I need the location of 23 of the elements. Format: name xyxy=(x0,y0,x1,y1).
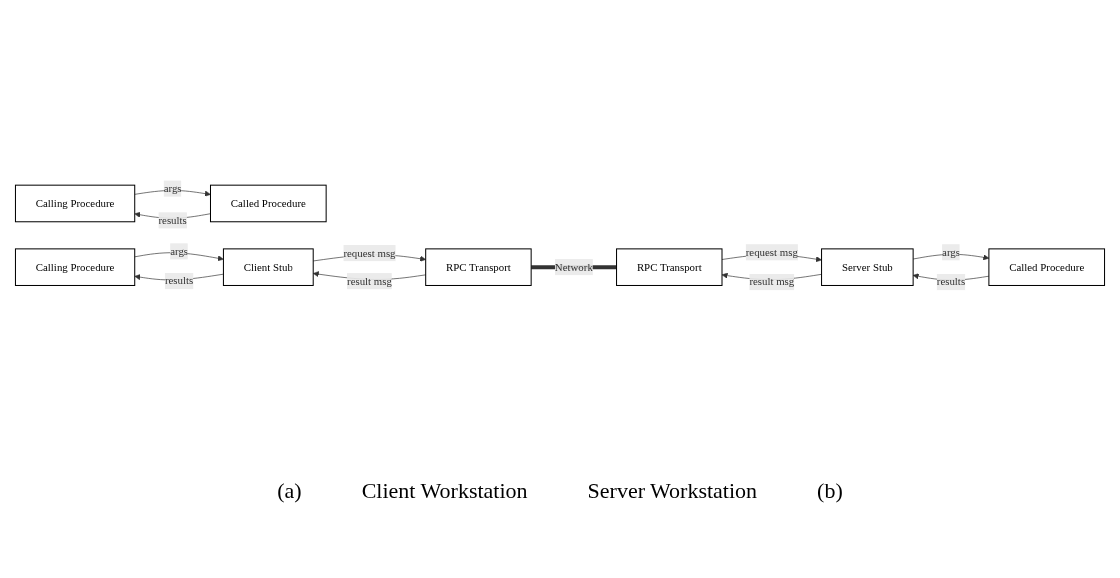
node-box: Server Stub xyxy=(821,248,914,286)
edge-label: request msg xyxy=(745,245,798,258)
node-box: RPC Transport xyxy=(616,248,723,286)
node-box: Called Procedure xyxy=(988,248,1106,286)
edge-label: request msg xyxy=(343,246,396,259)
node-box: Calling Procedure xyxy=(14,184,136,222)
node-box: Calling Procedure xyxy=(14,248,136,286)
edge-label: results xyxy=(158,213,187,226)
edge-label: results xyxy=(936,275,966,288)
node-box: Called Procedure xyxy=(210,184,327,222)
caption-label: (a) xyxy=(277,478,302,504)
node-box: Client Stub xyxy=(222,248,314,286)
caption-label: Client Workstation xyxy=(361,478,528,504)
edge-label: args xyxy=(942,245,960,258)
edge-label: args xyxy=(170,244,189,257)
edge-label: result msg xyxy=(749,275,795,288)
edge-label: args xyxy=(163,182,182,194)
edge-label: results xyxy=(164,274,194,287)
caption-label: (b) xyxy=(817,478,843,504)
node-box: RPC Transport xyxy=(425,248,532,286)
edge-label: result msg xyxy=(347,274,392,287)
edge-label: Network xyxy=(554,260,593,273)
caption-label: Server Workstation xyxy=(587,478,758,504)
